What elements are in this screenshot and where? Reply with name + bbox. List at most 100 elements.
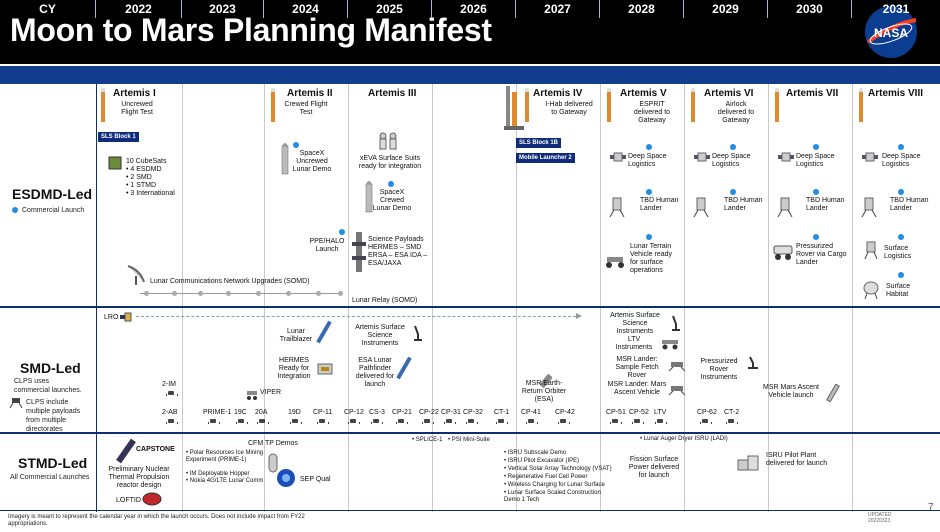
viper-rover-icon [247,391,257,400]
artemis-5-sub: ESPRIT delivered to Gateway [633,101,671,124]
ppe-halo-launch: PPE/HALO Launch [309,238,345,253]
trailblazer-spacecraft-icon [316,320,332,344]
cubesats-line-3: • 2 SMD [126,174,152,181]
esa-lunar-pathfinder: ESA Lunar Pathfinder delivered for launc… [355,357,395,388]
comms-timeline-line [140,293,340,294]
year-2025: 2025 [348,0,432,18]
logistics-module-icon [610,152,626,162]
cp-label-prime-1: PRIME-1 [203,409,232,416]
isru-pilot-plant: ISRU Pilot Plant delivered for launch [766,452,828,467]
sls-rocket-icon [606,88,612,122]
column-divider [684,84,685,512]
timeline-marker [172,291,177,296]
cp-label-cp-31: CP-31 [441,409,461,416]
mobile-launcher-2-badge: Mobile Launcher 2 [516,153,575,163]
cp-label-cp-21: CP-21 [392,409,412,416]
year-2026: 2026 [432,0,516,18]
clps-lander-icon [290,419,302,425]
row-divider [0,306,940,308]
clps-lander-icon [348,419,360,425]
logistics-module-icon [862,152,878,162]
row-divider [0,432,940,434]
column-divider [768,84,769,512]
year-2030: 2030 [768,0,852,18]
year-2023: 2023 [182,0,264,18]
clps-lander-icon [317,419,329,425]
lro-timeline-line [136,316,576,317]
artemis-6-sub: Airlock delivered to Gateway [717,101,755,124]
cp-label-2-im: 2-IM [162,381,176,388]
surface-logistics-icon [864,241,878,260]
lunar-relay: Lunar Relay (SOMD) [352,297,418,304]
cubesat-icon [108,156,122,170]
deep-space-logistics: Deep Space Logistics [796,153,835,168]
arrow-right-icon [576,313,582,319]
lunar-terrain-vehicle-icon [606,257,624,268]
year-2028: 2028 [600,0,684,18]
clps-lander-icon [166,419,178,425]
hermes-ready: HERMES Ready for Integration [277,357,311,380]
isru-list-5: • Wireless Charging for Lunar Surface [504,482,605,488]
clps-lander-icon [396,419,408,425]
microscope-icon [414,325,422,341]
isru-list-1: • ISRU Subscale Demo [504,450,567,456]
ladi: • Lunar Auger Dryer ISRU (LADI) [640,436,728,442]
ltv-rover-icon [662,340,678,350]
surface-logistics: Surface Logistics [884,245,912,260]
clps-lander-icon [208,419,220,425]
msr-ero: MSR Earth-Return Orbiter (ESA) [521,380,567,403]
cp-label-cp-42: CP-42 [555,409,575,416]
psi-mini-suite: • PSI Mini-Suite [448,437,490,443]
ltv-ready: Lunar Terrain Vehicle ready for surface … [630,243,673,274]
sls-rocket-icon [858,88,864,122]
clps-lander-icon [496,419,508,425]
msr-lander-icon [668,386,686,396]
capstone-spacecraft-icon [116,438,136,464]
starship-icon [281,143,289,175]
row-label-smd: SMD-Led [20,360,81,376]
sep-thruster-icon [277,469,295,487]
cp-label-ct-1: CT-1 [494,409,510,416]
nasa-logo: NASA [865,6,917,58]
clps-lander-icon [610,419,622,425]
spacex-uncrewed-demo: SpaceX Uncrewed Lunar Demo [292,150,332,173]
commercial-launch-dot [898,234,904,240]
artemis-7-title: Artemis VII [786,88,839,99]
microscope-icon [672,315,680,331]
sls-rocket-icon [270,88,276,122]
ero-spacecraft-icon [540,374,552,388]
xeva-suit-icon [379,132,397,150]
artemis-5-title: Artemis V [620,88,667,99]
cp-label-cp-41: CP-41 [521,409,541,416]
sls-rocket-icon [690,88,696,122]
capstone-label: CAPSTONE [136,446,175,453]
lunar-comms-upgrades: Lunar Communications Network Upgrades (S… [150,278,310,285]
timeline-marker [226,291,231,296]
clps-lander-icon [655,419,667,425]
deep-space-logistics: Deep Space Logistics [882,153,921,168]
pressurized-rover-cargo: Pressurized Rover via Cargo Lander [796,243,847,266]
cp-label-cp-22: CP-22 [419,409,439,416]
row-label-esdmd: ESDMD-Led [12,186,93,202]
nuclear-thermal-propulsion: Preliminary Nuclear Thermal Propulsion r… [108,466,170,489]
artemis-3-title: Artemis III [368,88,417,99]
isru-plant-icon [737,455,759,471]
cfm-tank-icon [268,453,278,473]
cubesats-line-2: • 4 ESDMD [126,166,162,173]
clps-lander-icon [166,391,178,397]
commercial-launch-dot [898,272,904,278]
row-label-stmd: STMD-Led [18,455,88,471]
timeline-marker [338,291,343,296]
commercial-launch-dot [646,144,652,150]
surface-habitat: Surface Habitat [886,283,911,298]
loftid-aeroshell-icon [142,492,162,506]
timeline-marker [316,291,321,296]
year-2029: 2029 [684,0,768,18]
logistics-module-icon [778,152,794,162]
human-lander-icon [777,197,793,218]
commercial-launch-dot [898,189,904,195]
microscope-icon [748,356,758,369]
cp-label-ct-2: CT-2 [724,409,740,416]
column-divider [432,84,433,512]
cfm-demos: CFM TP Demos [248,440,298,447]
